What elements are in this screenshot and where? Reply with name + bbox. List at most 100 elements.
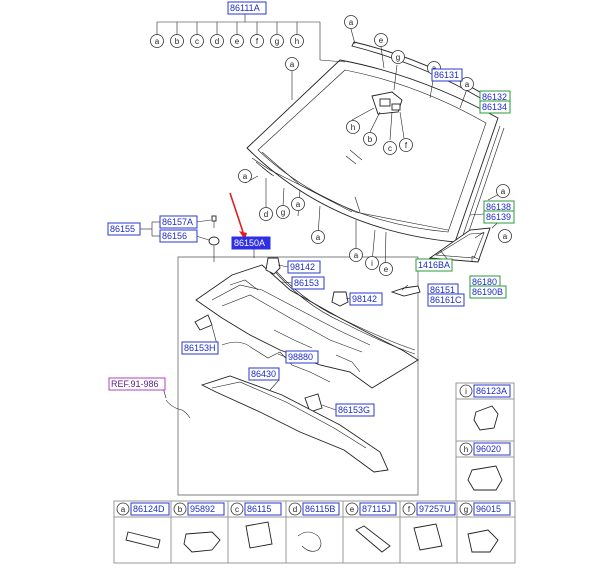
svg-text:86131: 86131 <box>434 70 459 80</box>
svg-text:a: a <box>290 60 295 69</box>
callout-g: g <box>391 50 405 64</box>
callout-f: f <box>399 138 413 152</box>
sensor-bracket-icon <box>467 529 499 553</box>
clip-icon <box>473 405 499 431</box>
svg-text:d: d <box>215 37 219 46</box>
callout-a: a <box>498 229 512 243</box>
svg-text:b: b <box>178 505 183 514</box>
svg-text:e: e <box>235 37 240 46</box>
svg-text:a: a <box>121 505 126 514</box>
tape-pad-icon <box>413 523 443 551</box>
label-86150A: 86150A <box>231 236 271 250</box>
svg-text:a: a <box>243 172 248 181</box>
label-86139: 86139 <box>483 210 515 224</box>
svg-text:d: d <box>293 505 297 514</box>
svg-text:c: c <box>388 144 392 153</box>
cowl-panel-group <box>177 256 419 496</box>
clip-98142-left <box>265 257 281 275</box>
callout-h: h <box>346 120 360 134</box>
label-98142-lower: 98142 <box>349 292 383 306</box>
svg-text:e: e <box>350 505 355 514</box>
seal-strip-icon <box>125 531 161 549</box>
svg-text:96015: 96015 <box>476 504 501 514</box>
svg-text:e: e <box>379 36 384 45</box>
callout-e-top: e <box>230 34 244 48</box>
quarter-glass <box>428 227 491 263</box>
svg-text:b: b <box>368 135 373 144</box>
bottom-parts-table: a 86124D b 95892 c 86115 d 86115B e 8711… <box>113 500 516 564</box>
callouts-top-row: a b c d e f g h <box>150 34 304 48</box>
mirror-mount <box>371 91 403 115</box>
svg-text:86180: 86180 <box>472 277 497 287</box>
callout-h-top: h <box>290 34 304 48</box>
label-86134: 86134 <box>479 100 511 114</box>
label-98142-upper: 98142 <box>287 260 321 274</box>
svg-text:86111A: 86111A <box>230 3 260 13</box>
svg-text:g: g <box>396 53 400 62</box>
svg-text:86134: 86134 <box>482 102 507 112</box>
pad-icon <box>245 521 273 549</box>
svg-text:f: f <box>408 505 411 514</box>
windshield-lower-trim <box>251 157 353 213</box>
screw-86157A <box>211 215 217 228</box>
callout-a: a <box>285 57 299 71</box>
svg-text:86151: 86151 <box>430 285 455 295</box>
svg-text:97257U: 97257U <box>419 504 451 514</box>
svg-text:a: a <box>503 232 508 241</box>
label-86156: 86156 <box>159 229 198 243</box>
svg-text:i: i <box>465 387 467 396</box>
cowl-seal <box>267 261 416 355</box>
lower-cowl-panel <box>200 375 389 473</box>
callout-a: a <box>460 77 474 91</box>
svg-text:c: c <box>195 37 199 46</box>
callout-b-top: b <box>170 34 184 48</box>
svg-text:86115B: 86115B <box>305 504 335 514</box>
side-moulding <box>459 125 505 247</box>
svg-text:86153: 86153 <box>294 278 319 288</box>
side-table-row-h: h 96020 <box>459 442 511 491</box>
label-86190B: 86190B <box>469 285 507 299</box>
callout-c-top: c <box>190 34 204 48</box>
svg-text:86430: 86430 <box>251 369 276 379</box>
callout-a: a <box>344 15 358 29</box>
callout-b: b <box>363 132 377 146</box>
callout-d: d <box>259 207 273 221</box>
label-86111A: 86111A <box>227 1 267 15</box>
callout-f-top: f <box>250 34 264 48</box>
label-98880: 98880 <box>285 350 319 364</box>
svg-text:g: g <box>464 505 468 514</box>
cowl-panel <box>195 264 419 389</box>
svg-text:86161C: 86161C <box>430 295 462 305</box>
svg-text:a: a <box>155 37 160 46</box>
svg-text:a: a <box>316 233 321 242</box>
bracket-icon <box>467 465 503 491</box>
label-86161C: 86161C <box>427 293 465 307</box>
svg-text:1416BA: 1416BA <box>418 260 450 270</box>
svg-text:e: e <box>384 265 389 274</box>
svg-text:d: d <box>264 210 268 219</box>
label-86430: 86430 <box>248 367 280 381</box>
bottom-cell-c: c 86115 <box>230 502 282 549</box>
bracket-icon <box>183 531 221 553</box>
callout-e: e <box>379 262 393 276</box>
svg-text:86190B: 86190B <box>472 287 503 297</box>
bottom-cell-d: d 86115B <box>288 502 340 552</box>
svg-text:86150A: 86150A <box>234 238 265 248</box>
svg-text:86124D: 86124D <box>133 504 165 514</box>
svg-text:f: f <box>256 37 259 46</box>
callout-i: i <box>365 256 379 270</box>
label-86155: 86155 <box>107 222 141 236</box>
svg-text:a: a <box>501 187 506 196</box>
label-86153G: 86153G <box>335 403 375 417</box>
svg-text:98142: 98142 <box>290 262 315 272</box>
callout-e: e <box>374 33 388 47</box>
label-1416BA: 1416BA <box>415 258 453 272</box>
svg-text:g: g <box>281 208 285 217</box>
label-86157A: 86157A <box>159 215 198 229</box>
callout-g: g <box>276 205 290 219</box>
svg-text:86139: 86139 <box>486 212 511 222</box>
svg-text:i: i <box>371 259 373 268</box>
label-ref: REF.91-986 <box>108 377 166 391</box>
callout-d-top: d <box>210 34 224 48</box>
